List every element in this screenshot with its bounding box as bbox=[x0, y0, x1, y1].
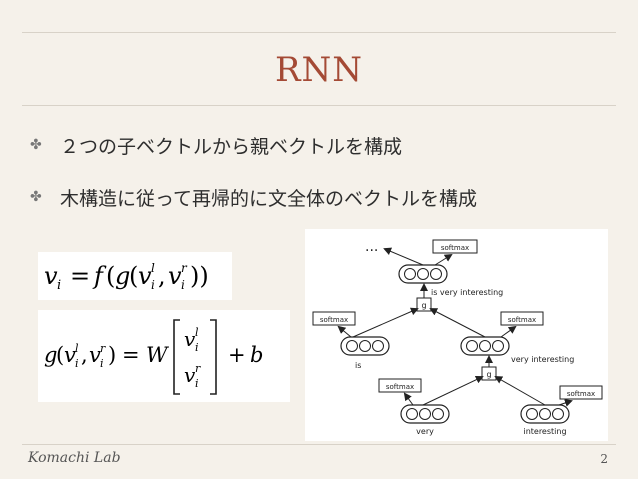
softmax-box-top bbox=[432, 239, 478, 254]
cross-bullet-icon: ✤ bbox=[30, 137, 42, 153]
page-number: 2 bbox=[600, 452, 608, 466]
bullet-text-1: ２つの子ベクトルから親ベクトルを構成 bbox=[60, 135, 403, 158]
bullet-item-1: ✤ ２つの子ベクトルから親ベクトルを構成 bbox=[30, 130, 477, 160]
phrase-top-label: is very interesting bbox=[431, 288, 503, 297]
bullet-item-2: ✤ 木構造に従って再帰的に文全体のベクトルを構成 bbox=[30, 182, 477, 212]
g-label-top: g bbox=[421, 301, 426, 310]
svg-text:i: i bbox=[100, 357, 104, 370]
slide-title: RNN bbox=[274, 50, 364, 90]
ellipsis-text: ... bbox=[365, 239, 378, 255]
softmax-box-mid bbox=[500, 311, 544, 326]
bullet-text-2: 木構造に従って再帰的に文全体のベクトルを構成 bbox=[60, 187, 478, 210]
svg-text:=: = bbox=[70, 262, 90, 290]
svg-text:l: l bbox=[195, 326, 199, 339]
svg-text:,: , bbox=[81, 343, 88, 367]
softmax-label-very: softmax bbox=[386, 383, 414, 391]
softmax-box-is bbox=[312, 311, 356, 326]
title-rule bbox=[22, 105, 616, 106]
phrase-mid-label: very interesting bbox=[511, 355, 574, 364]
rnn-tree-svg: ... softmax is very interesting g softma… bbox=[312, 239, 603, 436]
svg-text:v: v bbox=[168, 262, 182, 290]
svg-text:f: f bbox=[92, 262, 107, 290]
svg-text:r: r bbox=[181, 261, 188, 275]
svg-text:v: v bbox=[138, 262, 152, 290]
svg-text:l: l bbox=[75, 342, 79, 355]
svg-text:v: v bbox=[89, 343, 101, 367]
svg-text:g: g bbox=[44, 343, 57, 367]
rnn-tree-diagram: ... softmax is very interesting g softma… bbox=[305, 229, 608, 441]
softmax-box-interesting bbox=[559, 385, 603, 400]
cross-bullet-icon: ✤ bbox=[30, 189, 42, 205]
svg-text:g: g bbox=[115, 262, 130, 290]
svg-text:i: i bbox=[195, 377, 199, 390]
word-very-label: very bbox=[416, 427, 434, 436]
equation-2-render: g ( v l i , v r i ) = W v l i v r i + b bbox=[44, 319, 263, 395]
svg-text:b: b bbox=[250, 343, 263, 367]
softmax-box-very bbox=[378, 378, 422, 393]
svg-text:v: v bbox=[64, 343, 76, 367]
footer-lab-name: Komachi Lab bbox=[28, 450, 121, 466]
svg-text:i: i bbox=[195, 341, 199, 354]
svg-text:): ) bbox=[108, 343, 116, 367]
svg-text:(: ( bbox=[56, 343, 64, 367]
svg-text:=: = bbox=[122, 343, 140, 367]
svg-text:v: v bbox=[184, 363, 196, 387]
softmax-label-interesting: softmax bbox=[567, 390, 595, 398]
svg-text:r: r bbox=[100, 342, 106, 355]
svg-text:(: ( bbox=[106, 262, 115, 290]
word-is-label: is bbox=[355, 361, 361, 370]
equation-1-render: v i = f ( g ( v l i , v r i )) bbox=[44, 261, 209, 293]
softmax-label-mid: softmax bbox=[508, 316, 536, 324]
svg-text:,: , bbox=[158, 262, 166, 290]
svg-text:i: i bbox=[151, 278, 155, 292]
svg-text:i: i bbox=[57, 278, 61, 293]
top-rule bbox=[22, 32, 616, 33]
footer-rule bbox=[22, 444, 616, 445]
g-label-mid: g bbox=[486, 370, 491, 379]
svg-text:+: + bbox=[228, 343, 246, 367]
svg-text:i: i bbox=[181, 278, 185, 292]
svg-text:(: ( bbox=[129, 262, 138, 290]
equation-2: g ( v l i , v r i ) = W v l i v r i + b bbox=[38, 310, 290, 402]
svg-text:)): )) bbox=[190, 262, 209, 290]
svg-text:r: r bbox=[195, 362, 201, 375]
softmax-label-is: softmax bbox=[320, 316, 348, 324]
svg-text:v: v bbox=[184, 327, 196, 351]
svg-text:W: W bbox=[146, 343, 170, 367]
svg-text:l: l bbox=[151, 261, 155, 275]
svg-text:i: i bbox=[75, 357, 79, 370]
softmax-label-top: softmax bbox=[441, 244, 469, 252]
equation-1: v i = f ( g ( v l i , v r i )) bbox=[38, 252, 232, 300]
word-interesting-label: interesting bbox=[523, 427, 566, 436]
svg-text:v: v bbox=[44, 262, 58, 290]
bullet-list: ✤ ２つの子ベクトルから親ベクトルを構成 ✤ 木構造に従って再帰的に文全体のベク… bbox=[30, 130, 477, 234]
